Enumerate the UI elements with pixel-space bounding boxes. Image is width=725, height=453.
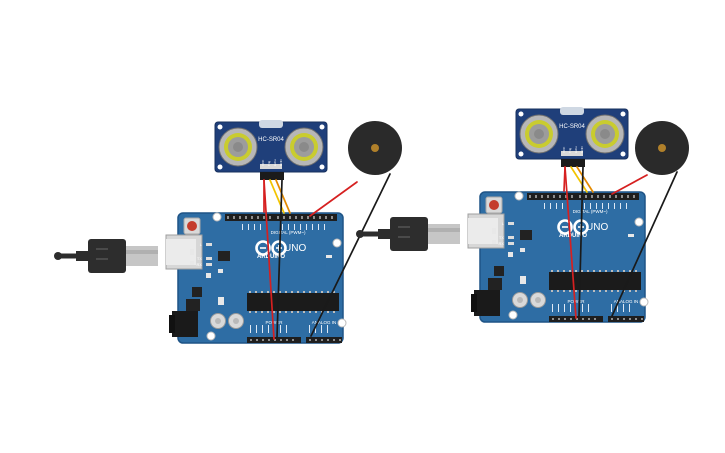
led-label-rx: RX — [498, 241, 504, 246]
sensor-pin-echo: Echo — [273, 159, 277, 166]
power-header-label: POWER — [265, 320, 283, 325]
sensor-pin-gnd: GND — [279, 159, 283, 167]
sensor-pin-echo: Echo — [574, 146, 578, 153]
sensor-pin-vcc: VCC — [562, 146, 566, 153]
board-model-label: UNO — [586, 222, 608, 233]
sensor-pin-vcc: VCC — [261, 159, 265, 166]
piezo-buzzer[interactable] — [635, 121, 689, 175]
circuit-right: ARDUINO UNO DIGITAL (PWM~) POWER ANALOG … — [356, 106, 689, 324]
board-model-label: UNO — [284, 243, 306, 254]
led-label-tx: TX — [197, 256, 202, 261]
board-brand-label: ARDUINO — [559, 233, 587, 239]
sensor-model-label: HC-SR04 — [559, 124, 585, 130]
wires[interactable] — [563, 166, 678, 319]
led-label-l: L — [200, 242, 203, 247]
sensor-pin-trig: Trig — [568, 148, 572, 153]
analog-header-label: ANALOG IN — [312, 320, 337, 325]
led-label-rx: RX — [196, 262, 202, 267]
led-label-tx: TX — [499, 235, 504, 240]
usb-cable[interactable] — [356, 217, 460, 251]
sensor-model-label: HC-SR04 — [258, 137, 284, 143]
led-label-l: L — [502, 221, 505, 226]
ultrasonic-sensor[interactable]: HC-SR04 VCC Trig Echo GND — [214, 119, 328, 180]
arduino-uno-board[interactable]: ARDUINO UNO DIGITAL (PWM~) POWER ANALOG … — [164, 211, 348, 345]
ultrasonic-sensor[interactable]: HC-SR04 VCC Trig Echo GND — [515, 106, 629, 167]
board-brand-label: ARDUINO — [257, 254, 285, 260]
circuit-left: ARDUINO UNO DIGITAL (PWM~) POWER ANALOG … — [54, 119, 402, 345]
sensor-pin-gnd: GND — [580, 146, 584, 154]
analog-header-label: ANALOG IN — [614, 299, 639, 304]
digital-header-label: DIGITAL (PWM~) — [271, 230, 306, 235]
power-header-label: POWER — [567, 299, 585, 304]
sensor-pin-trig: Trig — [267, 161, 271, 166]
usb-cable[interactable] — [54, 239, 158, 273]
digital-header-label: DIGITAL (PWM~) — [573, 209, 608, 214]
wires[interactable] — [263, 173, 391, 340]
piezo-buzzer[interactable] — [348, 121, 402, 175]
arduino-uno-board[interactable]: ARDUINO UNO DIGITAL (PWM~) POWER ANALOG … — [466, 190, 650, 324]
